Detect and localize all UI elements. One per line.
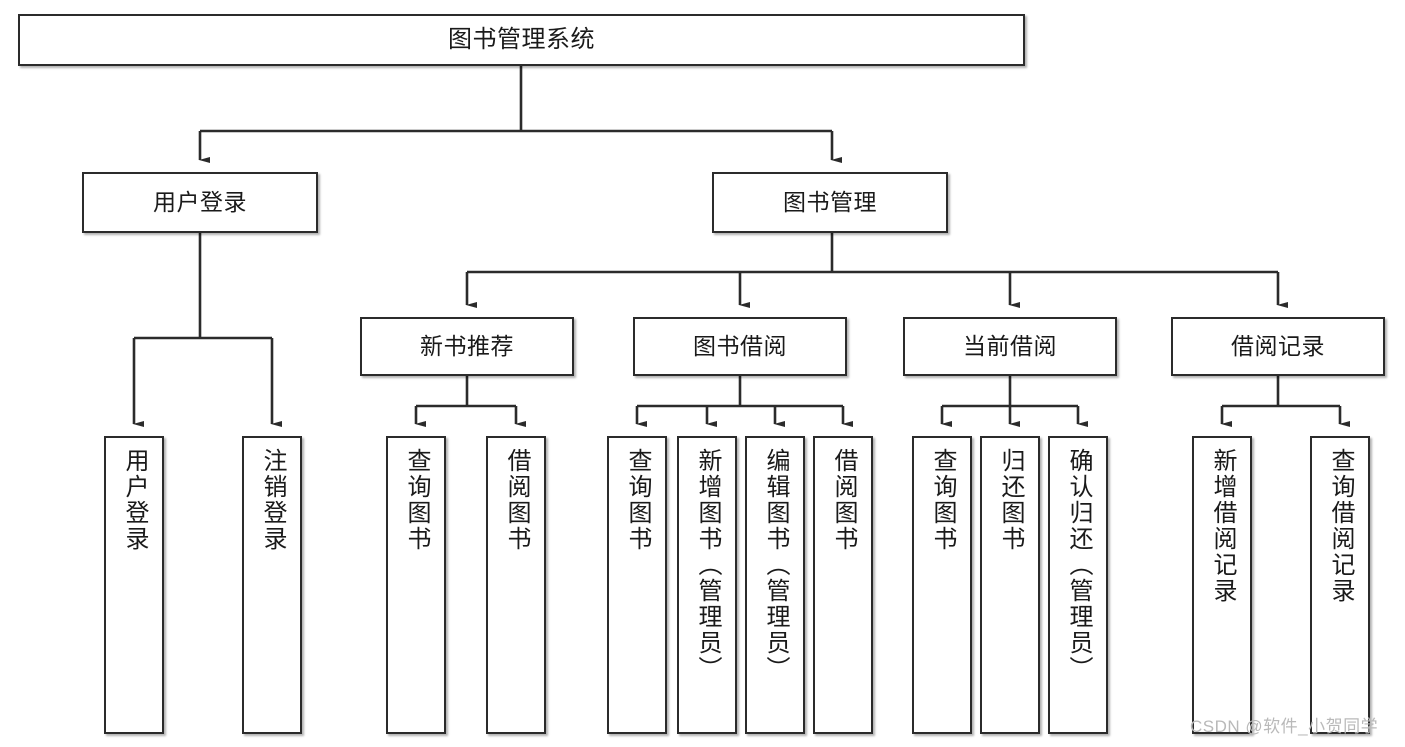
leaf-borrow-add-book-admin[interactable]: 新增图书（管理员） — [677, 436, 737, 734]
node-label: 查询图书 — [624, 448, 651, 552]
leaf-current-return-book[interactable]: 归还图书 — [980, 436, 1040, 734]
node-label: 新增图书（管理员） — [694, 448, 721, 682]
node-label: 新书推荐 — [420, 332, 514, 359]
node-label: 归还图书 — [997, 448, 1024, 552]
node-book-management[interactable]: 图书管理 — [712, 172, 948, 233]
node-label: 图书管理 — [783, 188, 877, 215]
leaf-borrow-borrow-book[interactable]: 借阅图书 — [813, 436, 873, 734]
node-label: 借阅记录 — [1231, 332, 1325, 359]
node-current-borrow[interactable]: 当前借阅 — [903, 317, 1117, 376]
node-borrow-record[interactable]: 借阅记录 — [1171, 317, 1385, 376]
node-user-login[interactable]: 用户登录 — [82, 172, 318, 233]
leaf-recommend-query-book[interactable]: 查询图书 — [386, 436, 446, 734]
node-label: 借阅图书 — [830, 448, 857, 552]
leaf-current-query-book[interactable]: 查询图书 — [912, 436, 972, 734]
leaf-current-confirm-return-admin[interactable]: 确认归还（管理员） — [1048, 436, 1108, 734]
node-label: 注销登录 — [259, 448, 286, 552]
node-book-borrow[interactable]: 图书借阅 — [633, 317, 847, 376]
node-label: 编辑图书（管理员） — [762, 448, 789, 682]
leaf-user-login-login[interactable]: 用户登录 — [104, 436, 164, 734]
node-label: 新增借阅记录 — [1209, 448, 1236, 604]
node-label: 查询图书 — [929, 448, 956, 552]
node-label: 查询图书 — [403, 448, 430, 552]
node-label: 借阅图书 — [503, 448, 530, 552]
node-new-book-recommend[interactable]: 新书推荐 — [360, 317, 574, 376]
node-label: 当前借阅 — [963, 332, 1057, 359]
node-root-book-management-system[interactable]: 图书管理系统 — [18, 14, 1025, 66]
leaf-record-query-record[interactable]: 查询借阅记录 — [1310, 436, 1370, 734]
node-label: 用户登录 — [121, 448, 148, 552]
csdn-watermark: CSDN @软件_小贺同学 — [1190, 717, 1379, 736]
node-label: 图书管理系统 — [448, 25, 595, 53]
leaf-borrow-query-book[interactable]: 查询图书 — [607, 436, 667, 734]
node-label: 图书借阅 — [693, 332, 787, 359]
leaf-record-add-record[interactable]: 新增借阅记录 — [1192, 436, 1252, 734]
leaf-recommend-borrow-book[interactable]: 借阅图书 — [486, 436, 546, 734]
node-label: 确认归还（管理员） — [1065, 448, 1092, 682]
node-label: 用户登录 — [153, 188, 247, 215]
node-label: 查询借阅记录 — [1327, 448, 1354, 604]
leaf-borrow-edit-book-admin[interactable]: 编辑图书（管理员） — [745, 436, 805, 734]
leaf-user-login-logout[interactable]: 注销登录 — [242, 436, 302, 734]
